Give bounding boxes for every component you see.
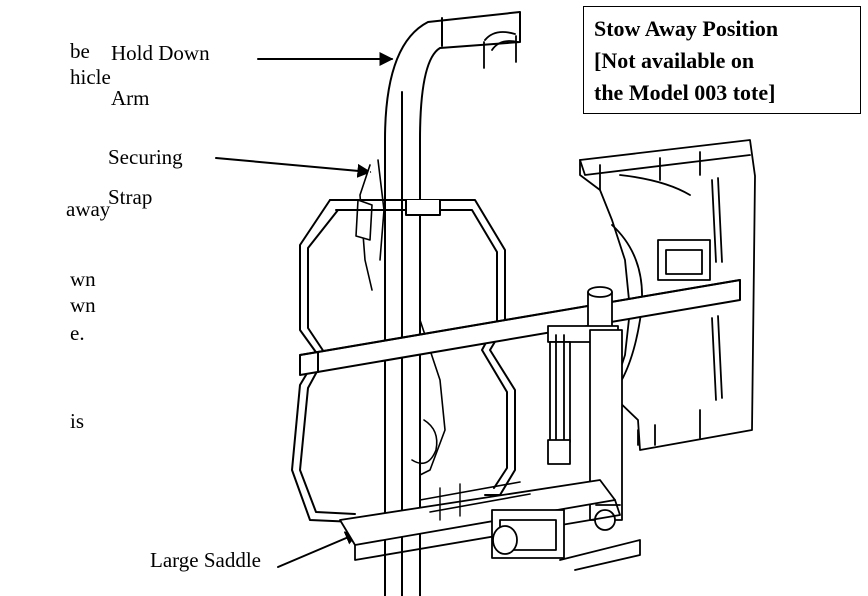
securing-strap (355, 159, 446, 476)
side-text-2: hicle (70, 65, 111, 89)
stow-box-line-3: the Model 003 tote] (594, 80, 776, 105)
securing-strap-label-line2: Strap (108, 185, 153, 209)
securing-strap-arrow (215, 157, 372, 178)
large-saddle-label: Large Saddle (150, 548, 261, 572)
side-text-5: wn (70, 293, 96, 317)
stow-box-line-1: Stow Away Position (594, 16, 779, 41)
side-text-6: e. (70, 321, 85, 345)
hold-down-arm-label-line2: Arm (111, 86, 150, 110)
side-text-7: is (70, 409, 85, 433)
side-text-3: away (66, 197, 111, 221)
hold-down-arm-label-line1: Hold Down (111, 41, 210, 65)
stow-box-line-2: [Not available on (594, 48, 755, 73)
securing-strap-label-line1: Securing (108, 145, 183, 169)
stow-away-position-box: Stow Away Position [Not available on the… (583, 6, 861, 114)
side-text-4: wn (70, 267, 96, 291)
side-text-1: be (70, 39, 90, 63)
large-saddle-arrow (277, 531, 360, 568)
mount-assembly (339, 286, 641, 571)
